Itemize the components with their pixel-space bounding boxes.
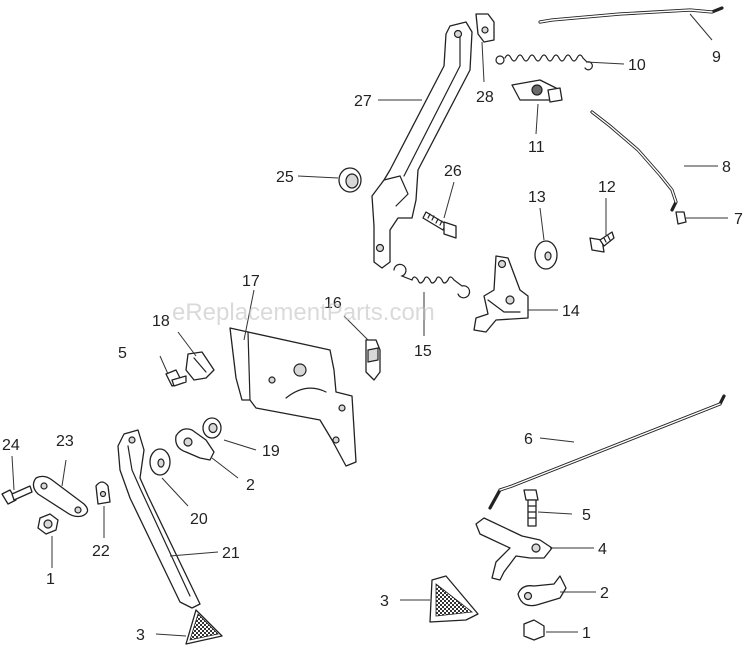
callout-17: 17 [242, 273, 260, 290]
callout-7: 7 [734, 211, 743, 228]
part-rod-6 [488, 394, 726, 510]
part-rod-9 [538, 6, 724, 24]
callout-25: 25 [276, 169, 294, 186]
callout-13: 13 [528, 189, 546, 206]
callout-12: 12 [598, 179, 616, 196]
part-bolt-26 [422, 211, 457, 239]
callout-labels: 1 1 2 2 3 3 4 5 5 6 7 8 9 10 11 12 13 14… [2, 49, 743, 644]
callout-10: 10 [628, 57, 646, 74]
part-bushing-25 [338, 167, 362, 193]
callout-8: 8 [722, 159, 731, 176]
callout-14: 14 [562, 303, 580, 320]
watermark: eReplacementParts.com [172, 299, 435, 326]
callout-1-left: 1 [46, 571, 55, 588]
callout-22: 22 [92, 543, 110, 560]
callout-15: 15 [414, 343, 432, 360]
part-lever-21 [117, 429, 201, 609]
callout-18: 18 [152, 313, 170, 330]
callout-27: 27 [354, 93, 372, 110]
callout-9: 9 [712, 49, 721, 66]
part-bolt-24 [1, 485, 33, 505]
callout-28: 28 [476, 89, 494, 106]
part-plate-17 [229, 327, 357, 467]
part-bolt-12 [589, 231, 615, 253]
part-swivel-11 [511, 79, 563, 103]
callout-26: 26 [444, 163, 462, 180]
callout-19: 19 [262, 443, 280, 460]
part-spring-15 [393, 263, 471, 299]
part-pad-3a [185, 609, 223, 645]
part-clip-28 [475, 13, 495, 43]
part-clip-7 [675, 211, 687, 225]
part-lever-27 [371, 21, 473, 269]
part-lever-16 [365, 339, 381, 381]
callout-5-left: 5 [118, 345, 127, 362]
callout-1-right: 1 [582, 625, 591, 642]
part-spacer-22 [95, 481, 111, 505]
part-bracket-2a [175, 428, 215, 461]
callout-23: 23 [56, 433, 74, 450]
part-nut-1b [523, 619, 545, 641]
leader-lines [11, 13, 728, 637]
callout-11: 11 [528, 139, 545, 156]
part-bolt-5a [165, 369, 187, 387]
callout-2-left: 2 [246, 477, 255, 494]
part-rod-8 [590, 110, 678, 212]
part-spring-10 [495, 54, 593, 71]
part-link-23 [32, 475, 89, 518]
part-washer-13 [534, 240, 558, 270]
callout-3-left: 3 [136, 627, 145, 644]
callout-4: 4 [598, 541, 607, 558]
callout-21: 21 [222, 545, 240, 562]
callout-2-right: 2 [600, 585, 609, 602]
callout-16: 16 [324, 295, 342, 312]
callout-5-right: 5 [582, 507, 591, 524]
callout-24: 24 [2, 437, 20, 454]
part-bolt-5b [523, 489, 539, 527]
part-nut-1a [37, 513, 59, 535]
part-bracket-18 [185, 351, 215, 381]
part-pad-3b [429, 575, 479, 623]
part-lever-4 [475, 517, 553, 581]
part-bracket-14 [473, 255, 529, 333]
part-washer-20 [149, 448, 171, 476]
part-bracket-2b [517, 575, 567, 607]
callout-6: 6 [524, 431, 533, 448]
part-nut-19 [202, 417, 222, 439]
callout-20: 20 [190, 511, 208, 528]
callout-3-right: 3 [380, 593, 389, 610]
